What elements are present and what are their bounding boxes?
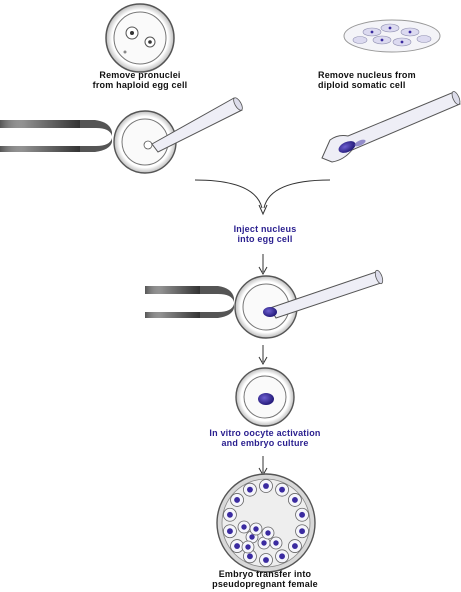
blastocyst-cell-nucleus: [234, 543, 240, 549]
activated-oocyte: [236, 368, 294, 426]
nuclear-injection: [145, 269, 384, 338]
caption-embryo-transfer: Embryo transfer into pseudopregnant fema…: [170, 569, 360, 589]
somatic-cell-dish: [344, 20, 440, 52]
blastocyst-cell-nucleus: [247, 487, 253, 493]
blastocyst-cell-nucleus: [227, 512, 233, 518]
blastocyst-cell-nucleus: [247, 553, 253, 559]
arrow-down-2: [259, 345, 267, 364]
caption-remove-pronuclei: Remove pronuclei from haploid egg cell: [60, 70, 220, 90]
caption-activation: In vitro oocyte activation and embryo cu…: [170, 428, 360, 448]
somatic-enucleation: [322, 90, 461, 162]
blastocyst-cell-nucleus: [263, 557, 269, 563]
inner-cell-mass-cell-nucleus: [249, 534, 254, 539]
blastocyst-cell-nucleus: [279, 487, 285, 493]
inner-cell-mass-cell-nucleus: [253, 526, 258, 531]
merge-arrows: [195, 180, 330, 214]
haploid-egg-cell: [106, 4, 174, 72]
blastocyst-embryo: [217, 474, 315, 572]
inner-cell-mass-cell-nucleus: [261, 540, 266, 545]
blastocyst-cell-nucleus: [263, 483, 269, 489]
inner-cell-mass-cell-nucleus: [273, 540, 278, 545]
caption-remove-nucleus: Remove nucleus from diploid somatic cell: [318, 70, 461, 90]
blastocyst-cell-nucleus: [292, 543, 298, 549]
inner-cell-mass-cell-nucleus: [241, 524, 246, 529]
arrow-down-3: [259, 456, 267, 475]
inner-cell-mass-cell-nucleus: [245, 544, 250, 549]
blastocyst-cell-nucleus: [234, 497, 240, 503]
blastocyst-cell-nucleus: [292, 497, 298, 503]
blastocyst-cell-nucleus: [227, 528, 233, 534]
egg-enucleation: [0, 96, 244, 173]
caption-inject-nucleus: Inject nucleus into egg cell: [190, 224, 340, 244]
arrow-down-1: [259, 254, 267, 274]
blastocyst-cell-nucleus: [299, 528, 305, 534]
blastocyst-cell-nucleus: [299, 512, 305, 518]
blastocyst-cell-nucleus: [279, 553, 285, 559]
inner-cell-mass-cell-nucleus: [265, 530, 270, 535]
